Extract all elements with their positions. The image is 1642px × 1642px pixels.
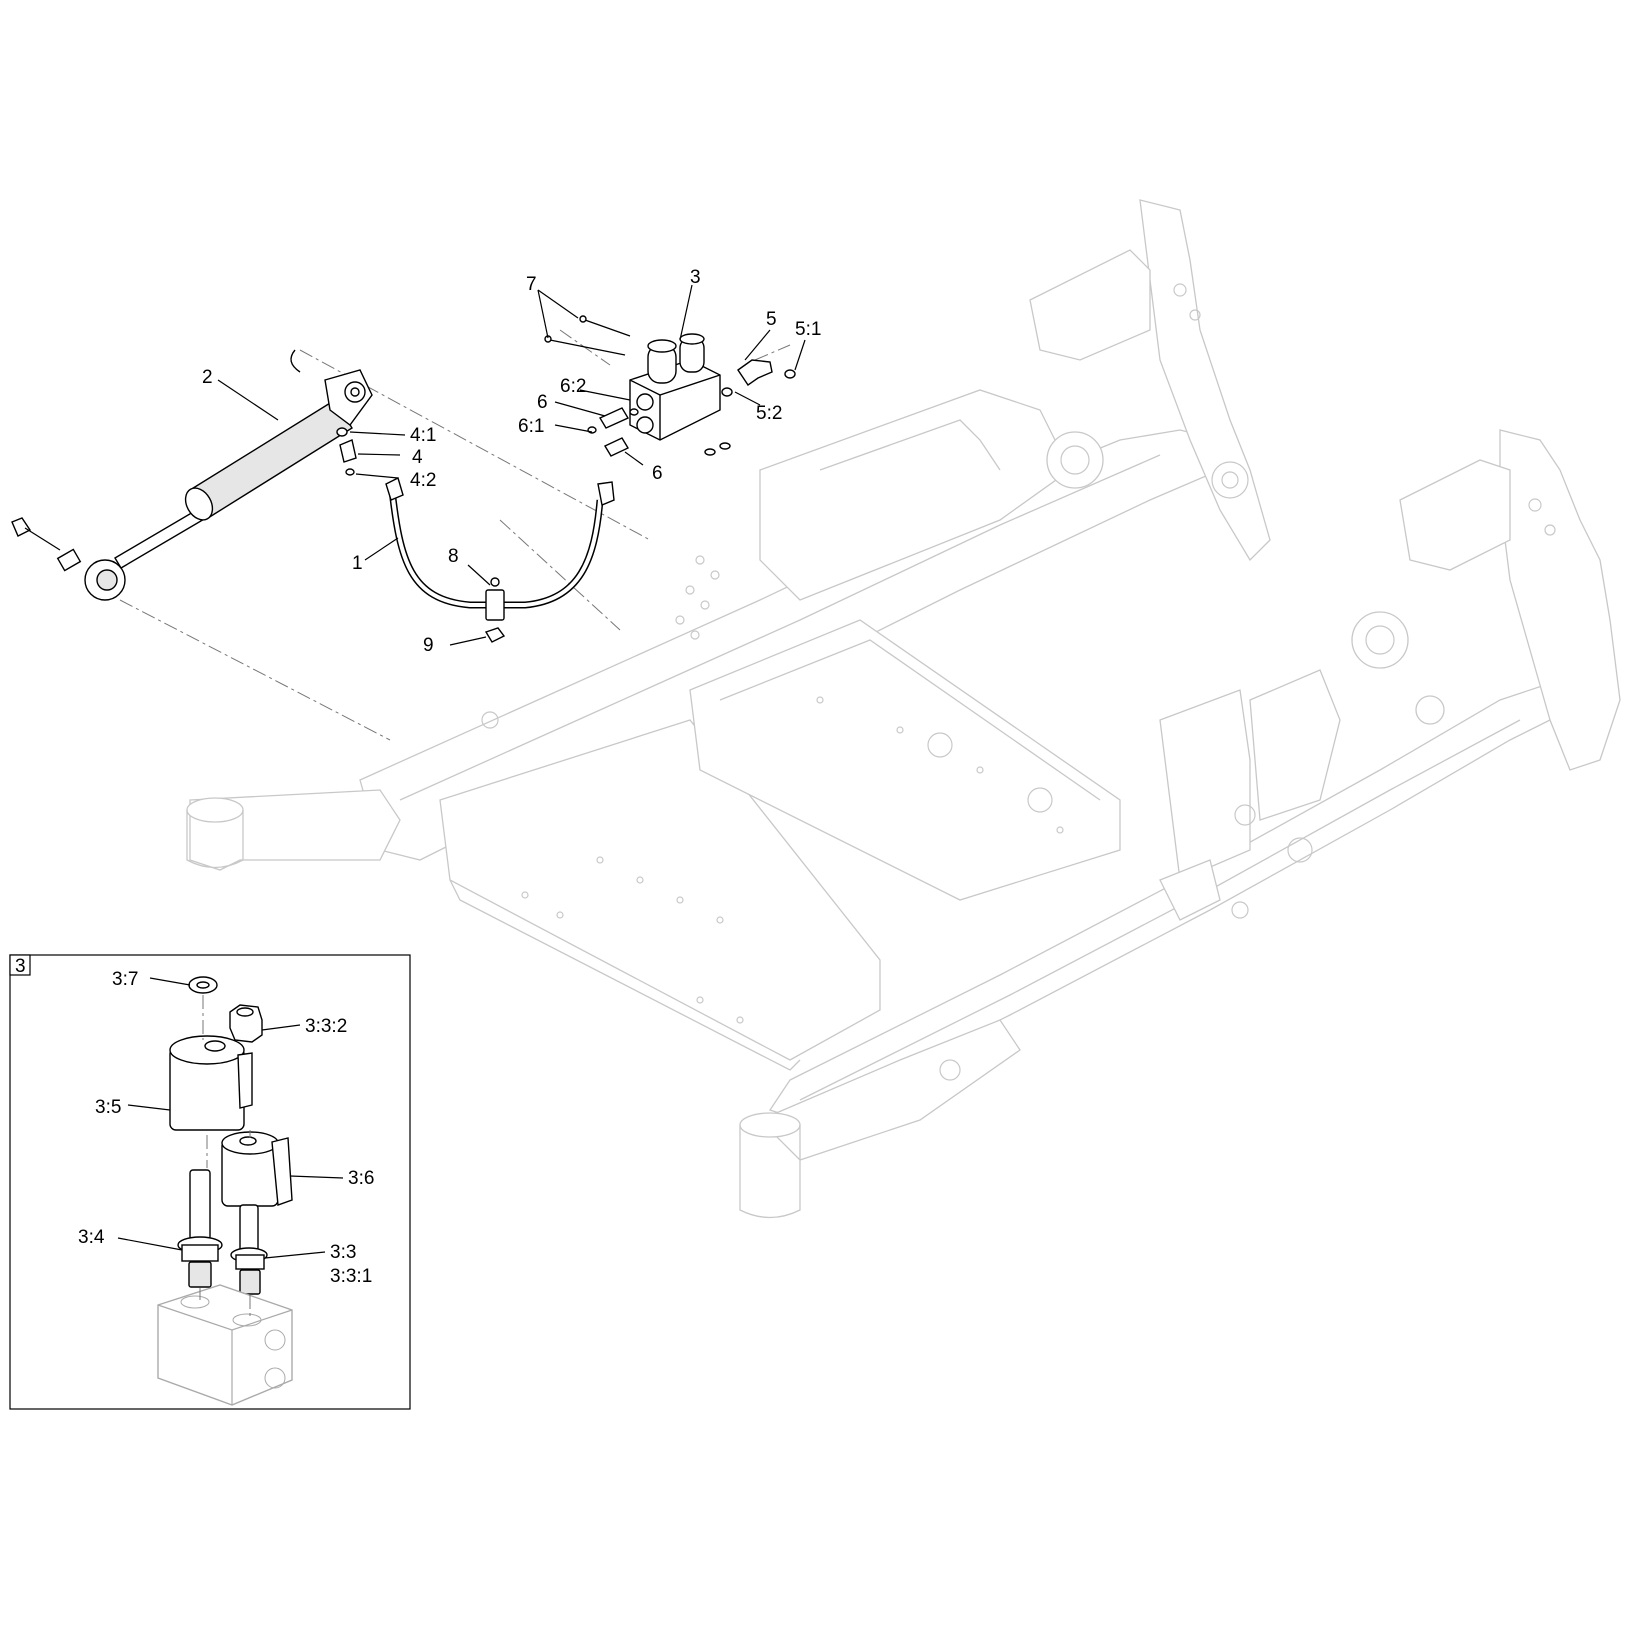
callout-3-7: 3:7 bbox=[112, 969, 138, 990]
leader-lines bbox=[217, 284, 806, 646]
callout-5-1: 5:1 bbox=[795, 319, 821, 340]
callout-6-2: 6:2 bbox=[560, 376, 586, 397]
callout-6-1: 6:1 bbox=[518, 416, 544, 437]
callout-4: 4 bbox=[412, 447, 423, 468]
callout-8: 8 bbox=[448, 546, 459, 567]
callout-1: 1 bbox=[352, 553, 363, 574]
callout-4-1: 4:1 bbox=[410, 425, 436, 446]
callout-3-3-2: 3:3:2 bbox=[305, 1016, 347, 1037]
callout-6-lower: 6 bbox=[652, 463, 663, 484]
fittings bbox=[336, 359, 796, 476]
inset-tag: 3 bbox=[15, 956, 26, 977]
callout-3: 3 bbox=[690, 267, 701, 288]
callout-9: 9 bbox=[423, 635, 434, 656]
callout-3-3-1: 3:3:1 bbox=[330, 1266, 372, 1287]
callout-6-upper: 6 bbox=[537, 392, 548, 413]
callout-3-3: 3:3 bbox=[330, 1242, 356, 1263]
hydraulic-cylinder bbox=[11, 349, 373, 601]
callout-5-2: 5:2 bbox=[756, 403, 782, 424]
callout-7: 7 bbox=[526, 274, 537, 295]
callout-3-4: 3:4 bbox=[78, 1227, 105, 1248]
valve-block bbox=[544, 315, 731, 456]
callouts: 1 2 3 4 4:1 4:2 5 5:1 5:2 6 6 6:1 6:2 7 … bbox=[202, 267, 821, 656]
callout-5: 5 bbox=[766, 309, 777, 330]
inset-detail: 3 bbox=[9, 954, 411, 1410]
callout-3-6: 3:6 bbox=[348, 1168, 374, 1189]
callout-3-5: 3:5 bbox=[95, 1097, 121, 1118]
frame-assembly bbox=[119, 199, 1621, 1219]
hydraulic-hose bbox=[385, 476, 615, 643]
frame-holes bbox=[481, 555, 1256, 1081]
callout-2: 2 bbox=[202, 367, 213, 388]
callout-4-2: 4:2 bbox=[410, 470, 436, 491]
